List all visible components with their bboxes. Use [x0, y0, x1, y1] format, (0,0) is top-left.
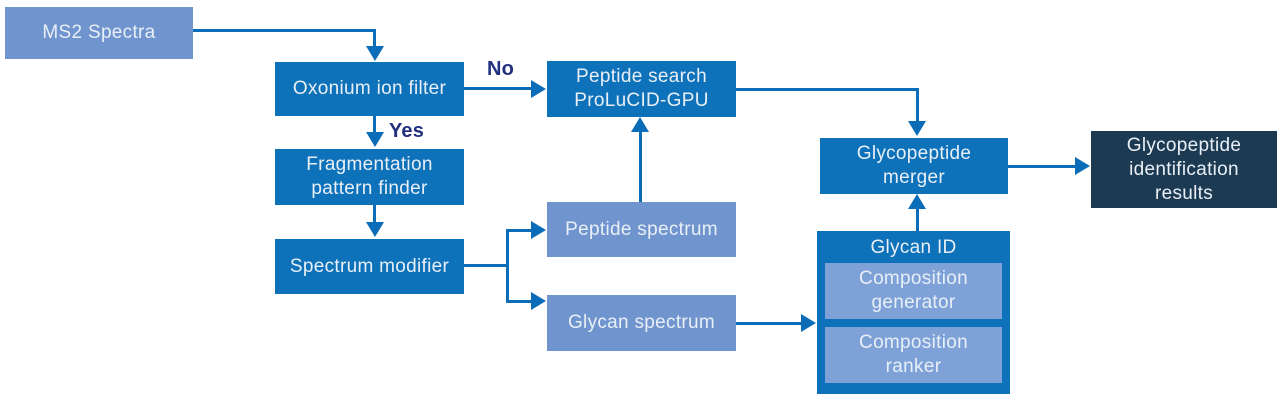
node-label: Glycan spectrum [567, 312, 716, 333]
arrow-line [1008, 165, 1077, 168]
arrow-line [736, 322, 803, 325]
node-label-line: merger [883, 167, 945, 188]
node-glycopeptide-identification-results: Glycopeptide identification results [1091, 131, 1277, 208]
arrow-line [916, 207, 919, 231]
node-label-line: Composition [859, 268, 968, 289]
node-fragmentation-pattern-finder: Fragmentation pattern finder [275, 149, 464, 205]
node-label-line: Peptide search [576, 66, 707, 87]
node-glycan-id-container: Glycan ID Composition generator Composit… [817, 231, 1010, 394]
node-composition-ranker: Composition ranker [825, 327, 1002, 383]
arrow-line [464, 87, 533, 90]
arrow-line [373, 205, 376, 224]
node-label-line: generator [871, 292, 956, 313]
arrowhead-right-icon [801, 314, 816, 332]
node-peptide-search: Peptide search ProLuCID-GPU [547, 61, 736, 117]
arrowhead-down-icon [366, 46, 384, 61]
node-oxonium-ion-filter: Oxonium ion filter [275, 62, 464, 116]
node-spectrum-modifier: Spectrum modifier [275, 239, 464, 294]
node-label-line: Fragmentation [306, 154, 433, 175]
node-label-line: pattern finder [311, 178, 428, 199]
node-label: Peptide spectrum [565, 218, 718, 240]
arrow-line [506, 229, 533, 232]
node-label-line: identification [1129, 158, 1239, 180]
arrow-line [506, 229, 509, 303]
node-glycopeptide-merger: Glycopeptide merger [820, 138, 1008, 194]
arrowhead-right-icon [531, 80, 546, 98]
arrow-line [464, 264, 509, 267]
arrowhead-right-icon [531, 292, 546, 310]
node-ms2-spectra: MS2 Spectra [5, 7, 193, 59]
arrow-line [916, 88, 919, 123]
node-label: Glycan ID [870, 237, 957, 258]
node-label-line: Glycopeptide [1126, 134, 1242, 156]
arrowhead-up-icon [908, 194, 926, 209]
arrowhead-right-icon [1075, 157, 1090, 175]
node-composition-generator: Composition generator [825, 263, 1002, 319]
arrow-line [373, 29, 376, 49]
arrowhead-down-icon [366, 132, 384, 147]
node-glycan-spectrum: Glycan spectrum [547, 295, 736, 351]
edge-label-yes: Yes [389, 120, 425, 142]
arrow-line [639, 130, 642, 202]
node-peptide-spectrum: Peptide spectrum [547, 202, 736, 257]
arrow-line [193, 29, 376, 32]
arrow-line [736, 88, 918, 91]
node-label-line: Composition [859, 332, 968, 353]
arrow-line [373, 116, 376, 135]
arrowhead-down-icon [366, 222, 384, 237]
node-label-line: ProLuCID-GPU [574, 90, 709, 111]
node-label-line: Glycopeptide [856, 143, 972, 164]
node-label: Oxonium ion filter [292, 78, 447, 99]
node-label: MS2 Spectra [42, 22, 156, 43]
node-label-line: results [1154, 182, 1214, 204]
arrowhead-right-icon [531, 221, 546, 239]
arrowhead-up-icon [631, 117, 649, 132]
arrowhead-down-icon [908, 121, 926, 136]
node-label: Spectrum modifier [289, 255, 450, 277]
edge-label-no: No [487, 58, 515, 80]
node-label-line: ranker [885, 356, 942, 377]
arrow-line [506, 300, 533, 303]
